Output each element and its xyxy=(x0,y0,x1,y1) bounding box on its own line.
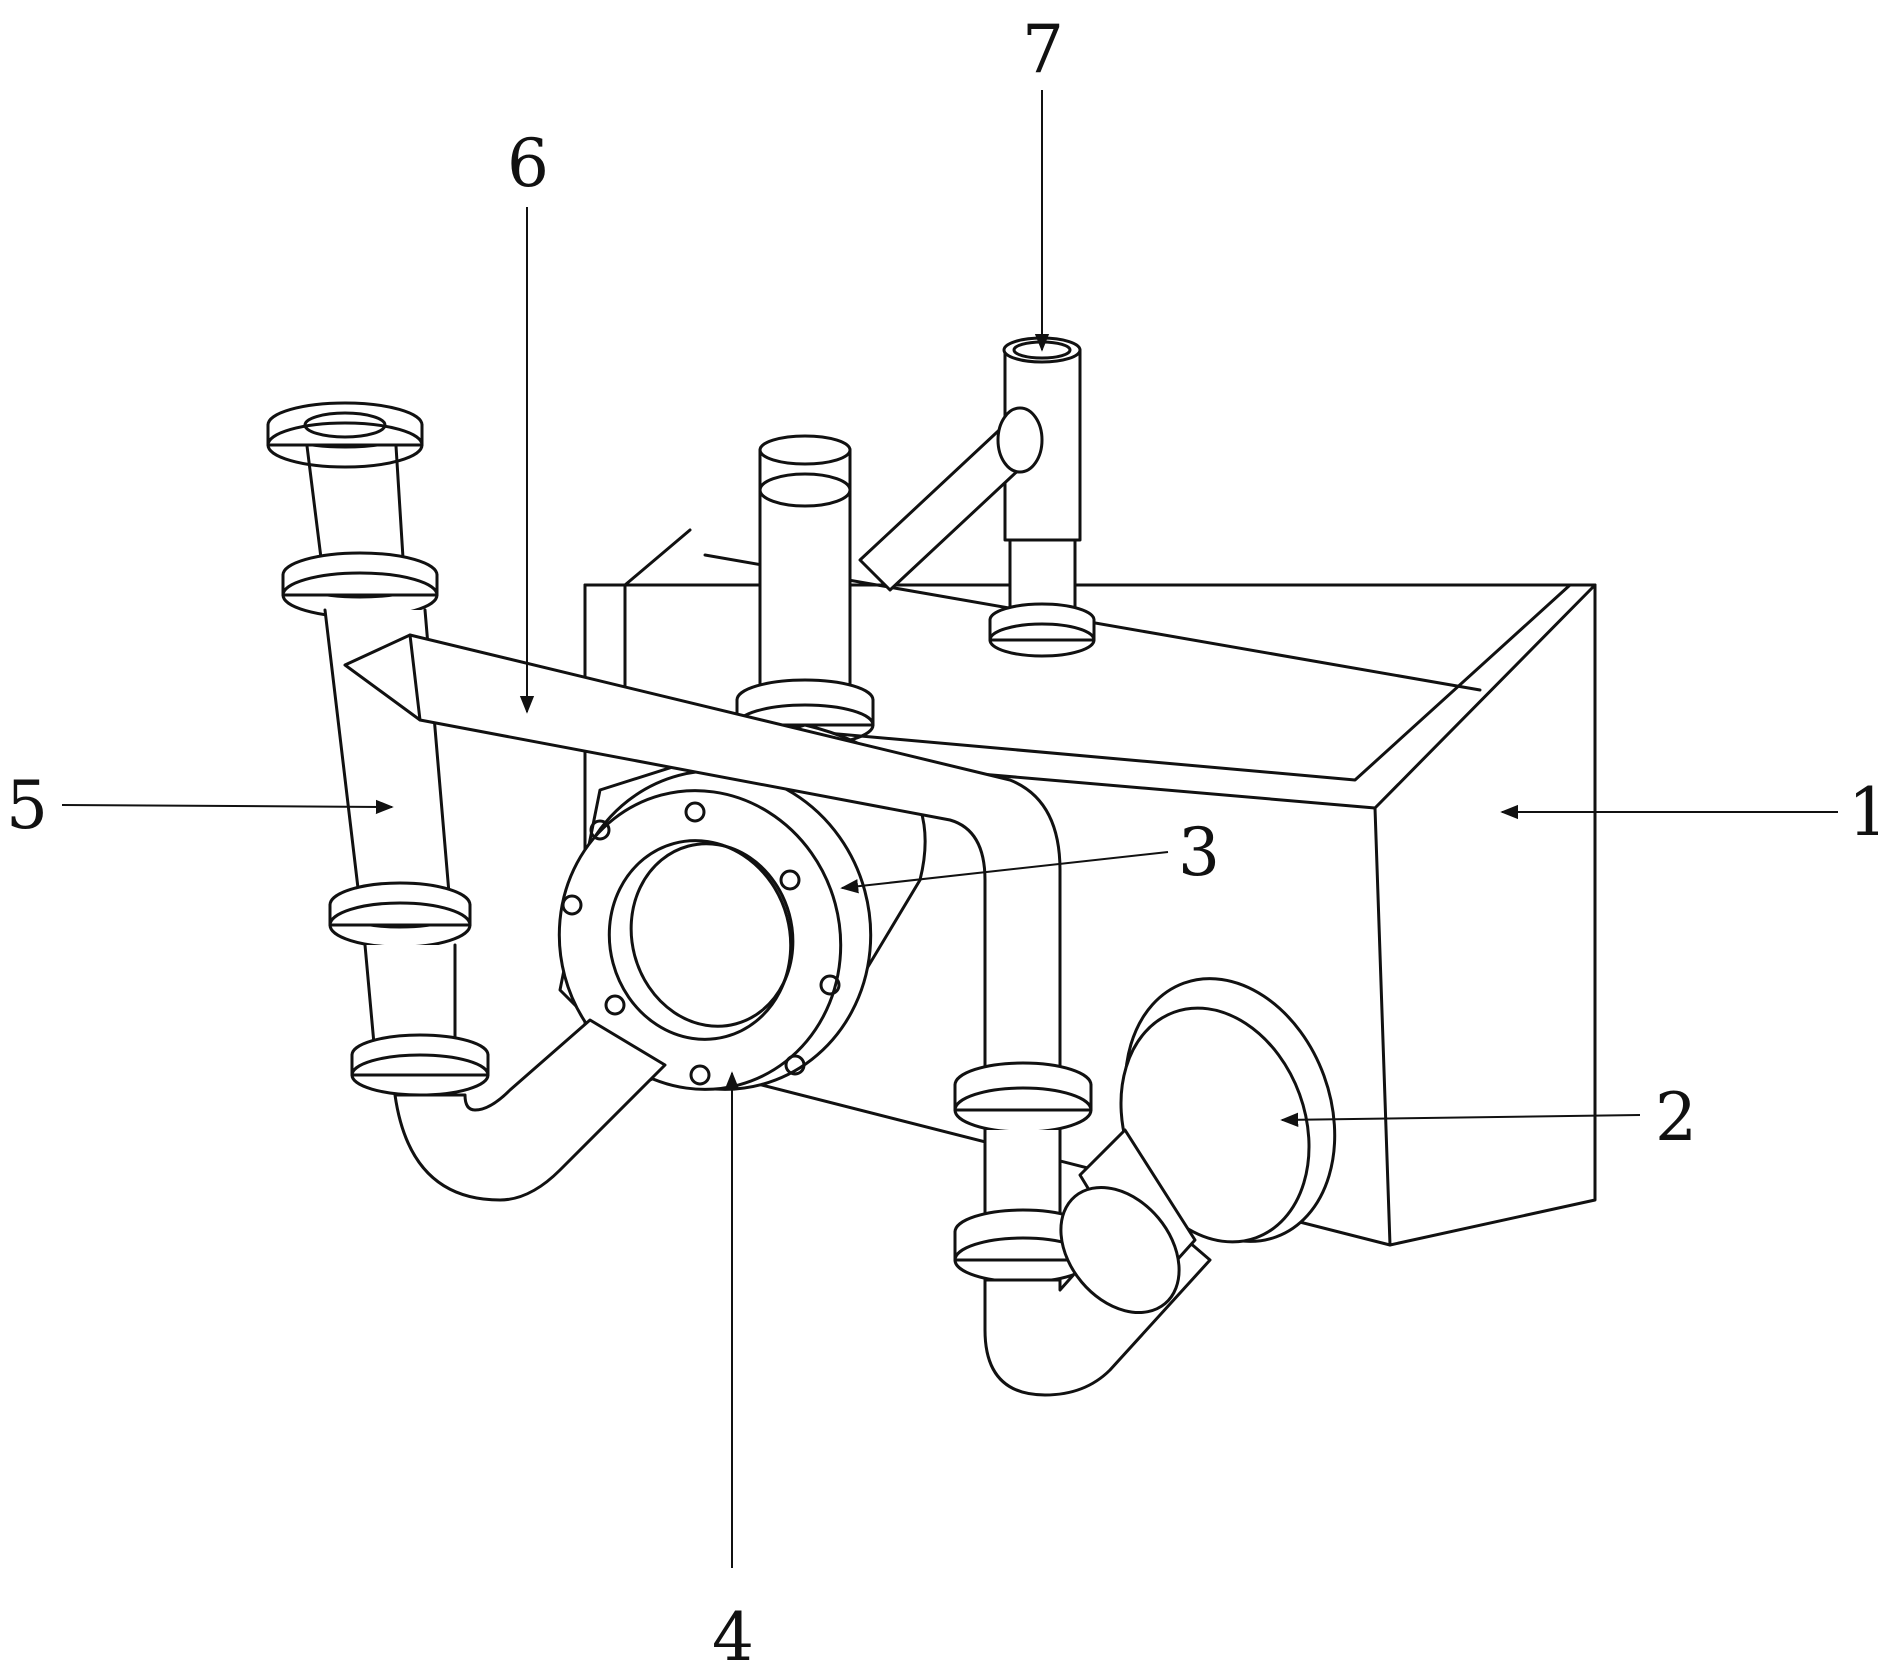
callouts: 1 2 3 4 5 6 7 xyxy=(6,11,1878,1671)
label-4: 4 xyxy=(712,1599,754,1671)
vent-tee-pipe xyxy=(858,336,1096,658)
label-1: 1 xyxy=(1848,774,1878,851)
label-3: 3 xyxy=(1178,814,1220,891)
left-drain-pipe xyxy=(266,401,667,1202)
label-7: 7 xyxy=(1022,11,1064,88)
elbow-outlet xyxy=(1059,977,1337,1315)
riser-pipe xyxy=(735,434,875,747)
leader-2 xyxy=(1280,1112,1641,1127)
label-6: 6 xyxy=(507,125,549,202)
label-5: 5 xyxy=(6,767,48,844)
leader-5 xyxy=(61,799,394,815)
leader-3 xyxy=(840,851,1169,894)
label-2: 2 xyxy=(1655,1079,1697,1156)
header-pipe xyxy=(343,633,1062,1082)
inlet-flange xyxy=(557,769,873,1091)
